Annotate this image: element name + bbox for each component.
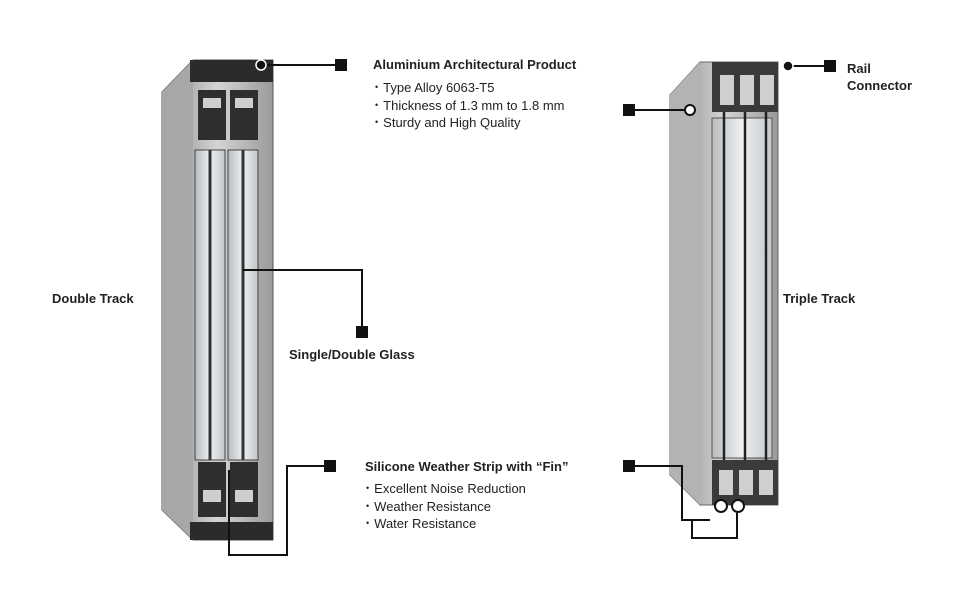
single-double-glass-label: Single/Double Glass	[289, 347, 415, 362]
aluminium-title: Aluminium Architectural Product	[373, 57, 577, 72]
callout-square	[623, 460, 635, 472]
aluminium-bullets: Type Alloy 6063-T5 Thickness of 1.3 mm t…	[375, 79, 565, 132]
triple-track-frame	[669, 61, 779, 506]
rail-connector-line2: Connector	[847, 78, 912, 93]
double-track-label: Double Track	[52, 291, 134, 306]
aluminium-bullet: Thickness of 1.3 mm to 1.8 mm	[375, 97, 564, 115]
callout-dot	[731, 499, 745, 513]
callout-square	[824, 60, 836, 72]
rail-connector-label: Rail Connector	[847, 60, 912, 94]
callout-silicone-left	[228, 465, 330, 556]
callout-square	[335, 59, 347, 71]
callout-dot	[714, 499, 728, 513]
callout-silicone-right	[629, 465, 738, 539]
aluminium-bullet: Type Alloy 6063-T5	[375, 79, 565, 97]
callout-dot	[684, 104, 696, 116]
callout-dot	[782, 60, 794, 72]
silicone-bullets: Excellent Noise Reduction Weather Resist…	[366, 480, 526, 533]
callout-glass	[243, 269, 363, 330]
rail-connector-line1: Rail	[847, 61, 871, 76]
callout-dot	[255, 59, 267, 71]
double-track-frame	[161, 59, 274, 541]
triple-track-label: Triple Track	[783, 291, 856, 306]
silicone-title: Silicone Weather Strip with “Fin”	[365, 459, 569, 474]
callout-square	[356, 326, 368, 338]
silicone-bullet: Excellent Noise Reduction	[366, 480, 526, 498]
callout-square	[623, 104, 635, 116]
aluminium-bullet: Sturdy and High Quality	[375, 114, 565, 132]
callout-square	[324, 460, 336, 472]
silicone-bullet: Water Resistance	[366, 515, 526, 533]
silicone-bullet: Weather Resistance	[366, 498, 526, 516]
